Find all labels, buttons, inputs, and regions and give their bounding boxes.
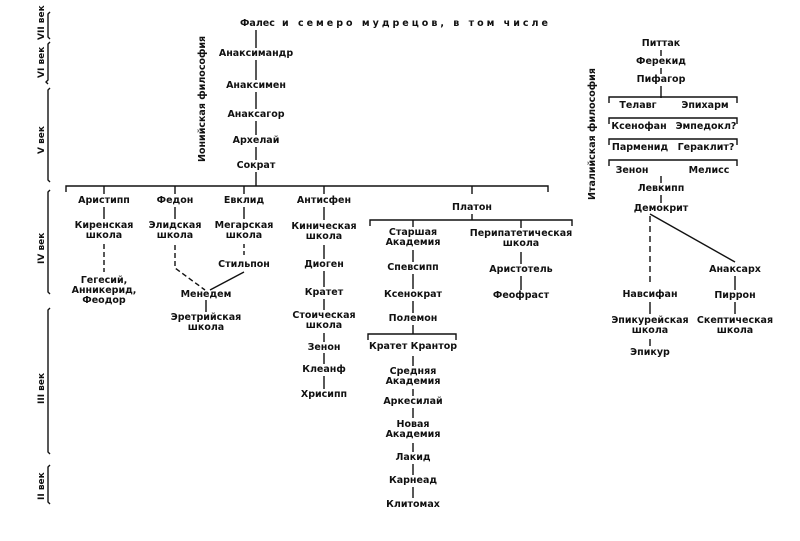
node-aristotle: Аристотель: [489, 264, 553, 275]
node-anaxarchus: Анаксарх: [709, 264, 761, 275]
node-eretrian-school: Эретрийская школа: [170, 312, 242, 333]
node-clitomachus: Клитомах: [386, 499, 440, 510]
node-crates-crantor: Кратет Крантор: [368, 341, 458, 352]
node-hegesias-group: Гегесий, Анникерид, Феодор: [71, 275, 137, 306]
century-label-vii: VII век: [37, 5, 47, 40]
node-peripatetic-school: Перипатетическая школа: [469, 228, 573, 249]
century-label-iii: III век: [37, 372, 47, 404]
node-theophrastus: Феофраст: [492, 290, 550, 301]
node-archelaus: Архелай: [232, 135, 280, 146]
node-anaxagoras: Анаксагор: [227, 109, 285, 120]
century-label-vi: VI век: [37, 46, 47, 78]
node-euclid: Евклид: [223, 195, 265, 206]
node-elian-school: Элидская школа: [148, 220, 202, 241]
node-cyrenaic-school: Киренская школа: [74, 220, 134, 241]
node-carneades: Карнеад: [388, 475, 438, 486]
century-brace-v: [47, 87, 51, 183]
century-brace-iv: [47, 189, 51, 295]
century-label-v: V век: [37, 125, 47, 154]
node-anaximenes: Анаксимен: [226, 80, 286, 91]
node-middle-academy: Средняя Академия: [385, 366, 441, 387]
node-stilpo: Стильпон: [218, 259, 270, 270]
node-new-academy: Новая Академия: [385, 419, 441, 440]
node-diogenes: Диоген: [304, 259, 344, 270]
century-label-ii: II век: [37, 472, 47, 500]
node-socrates: Сократ: [236, 160, 276, 171]
century-brace-vi: [45, 41, 51, 85]
node-cynic-school: Киническая школа: [291, 221, 357, 242]
century-brace-vii: [47, 11, 51, 40]
node-phaedo: Федон: [156, 195, 194, 206]
node-crates: Кратет: [304, 287, 344, 298]
node-plato: Платон: [452, 202, 492, 213]
node-xenocrates: Ксенократ: [383, 289, 443, 300]
node-zeno-elea: Зенон: [615, 165, 649, 176]
node-polemon: Полемон: [388, 313, 438, 324]
node-pittacus: Питтак: [641, 38, 681, 49]
node-chrysippus: Хрисипп: [300, 389, 348, 400]
node-epicurean-school: Эпикурейская школа: [611, 315, 689, 336]
node-cleanthes: Клеанф: [302, 364, 346, 375]
node-lacydes: Лакид: [395, 452, 431, 463]
node-xenophanes: Ксенофан: [611, 121, 667, 132]
node-leucippus: Левкипп: [637, 183, 685, 194]
node-sceptic-school: Скептическая школа: [696, 315, 774, 336]
node-parmenides: Парменид: [611, 142, 669, 153]
node-megarian-school: Мегарская школа: [214, 220, 274, 241]
node-anaximander: Анаксимандр: [218, 48, 294, 59]
node-telauges: Телавг: [619, 100, 657, 111]
node-epicharmus: Эпихарм: [681, 100, 729, 111]
century-brace-iii: [47, 307, 51, 455]
node-speusippus: Спевсипп: [387, 262, 439, 273]
node-arcesilaus: Аркесилай: [383, 396, 443, 407]
century-brace-ii: [47, 464, 51, 505]
node-thales: Фалес: [240, 18, 275, 29]
italian-school-label: Италийская философия: [587, 68, 598, 200]
century-label-iv: IV век: [37, 232, 47, 264]
node-old-academy: Старшая Академия: [385, 227, 441, 248]
node-pythagoras: Пифагор: [636, 74, 686, 85]
seven-sages-caption: и семеро мудрецов, в том числе: [282, 18, 551, 29]
node-heraclitus: Гераклит?: [677, 142, 735, 153]
node-empedocles: Эмпедокл?: [675, 121, 737, 132]
node-nausiphanes: Навсифан: [622, 289, 678, 300]
node-menedemus: Менедем: [180, 289, 232, 300]
node-antisthenes: Антисфен: [296, 195, 352, 206]
node-pyrrho: Пиррон: [714, 290, 756, 301]
node-epicurus: Эпикур: [630, 347, 670, 358]
node-democritus: Демокрит: [633, 203, 689, 214]
node-pherecydes: Ферекид: [636, 56, 686, 67]
node-aristippus: Аристипп: [78, 195, 130, 206]
node-melissus: Мелисс: [688, 165, 730, 176]
ionian-school-label: Ионийская философия: [197, 35, 208, 162]
node-stoic-school: Стоическая школа: [292, 310, 356, 331]
node-zeno-stoic: Зенон: [307, 342, 341, 353]
